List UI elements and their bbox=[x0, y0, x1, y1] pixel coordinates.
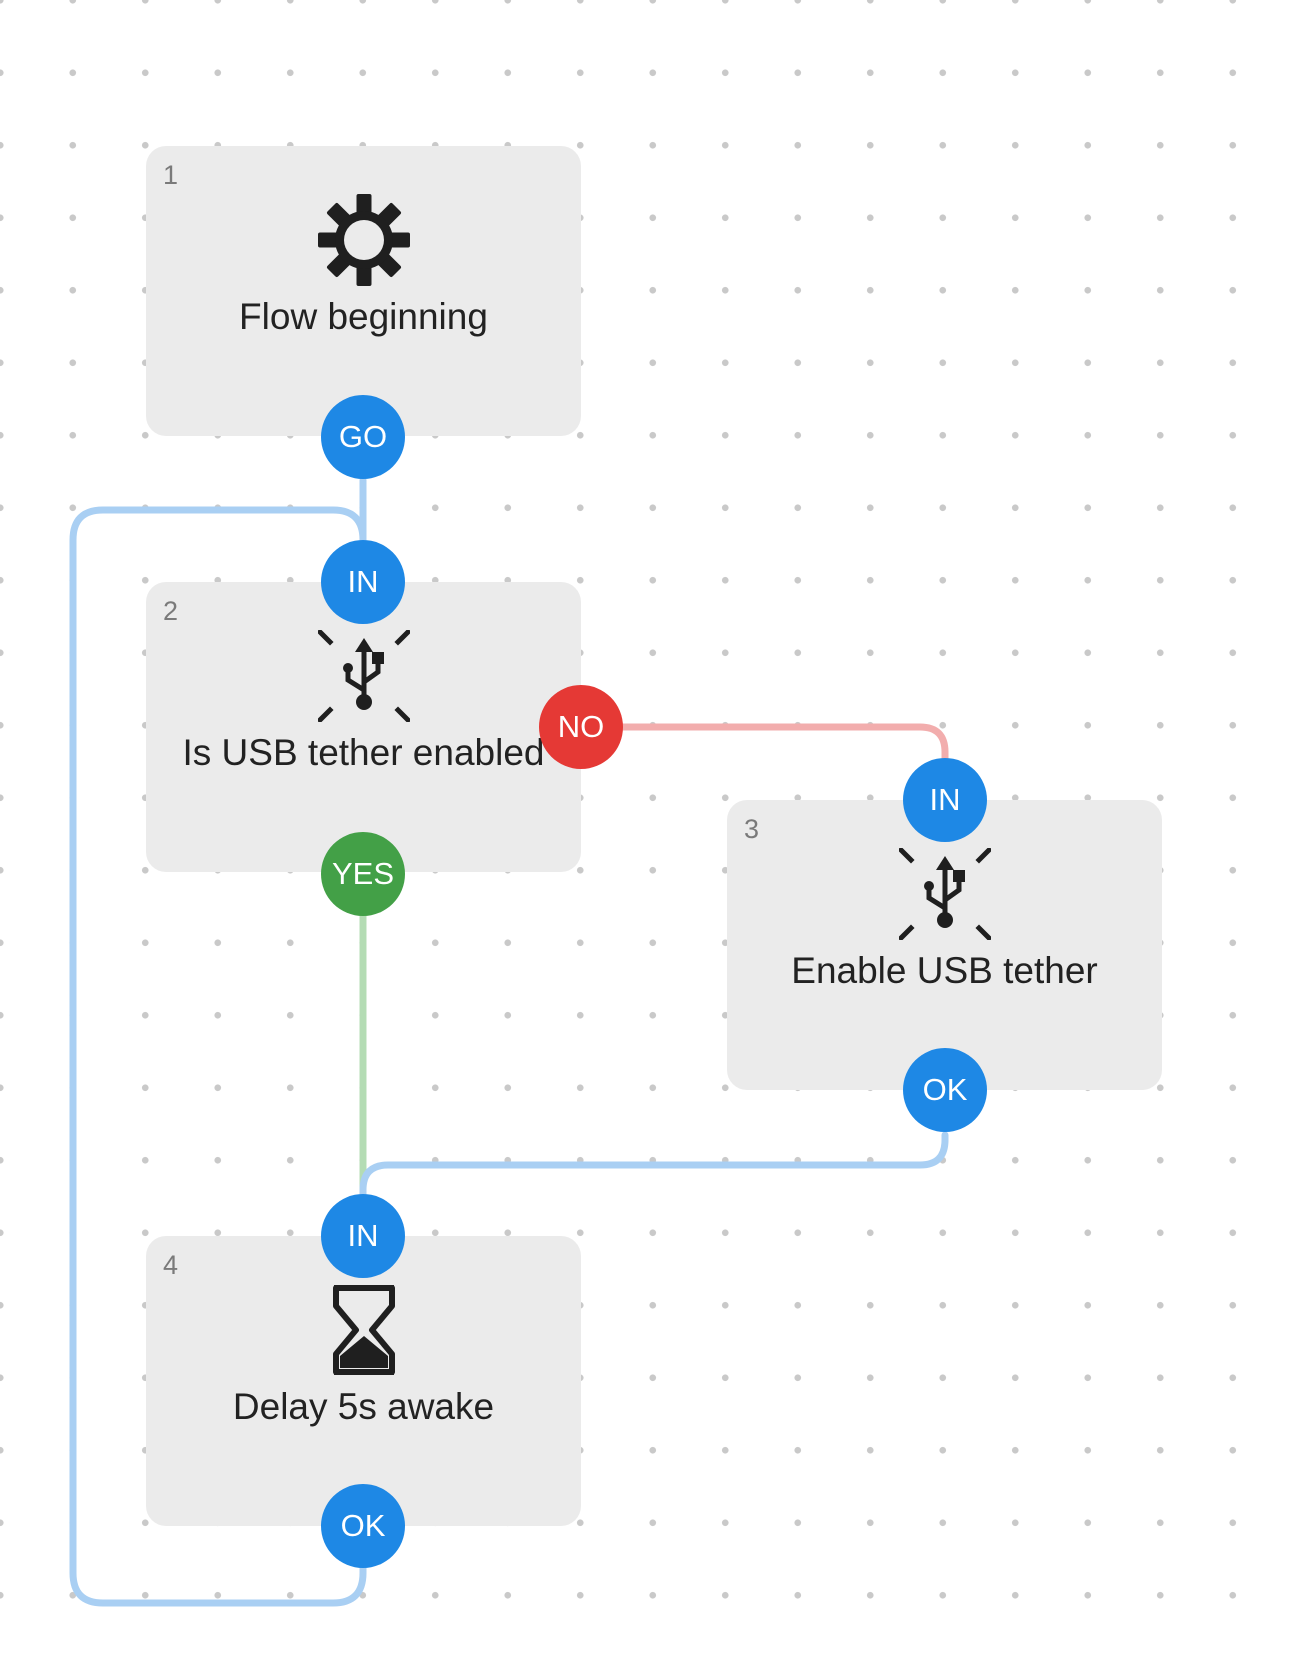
port-yes[interactable]: YES bbox=[321, 832, 405, 916]
node-number: 3 bbox=[744, 814, 760, 844]
port-no[interactable]: NO bbox=[539, 685, 623, 769]
port-ok[interactable]: OK bbox=[321, 1484, 405, 1568]
node-number: 4 bbox=[163, 1250, 179, 1280]
node-enable-usb-tether[interactable]: 3 Enable USB te bbox=[727, 800, 1162, 1090]
wire-no-to-enable[interactable] bbox=[616, 723, 949, 764]
port-in[interactable]: IN bbox=[321, 540, 405, 624]
usb-icon bbox=[315, 628, 412, 724]
port-ok[interactable]: OK bbox=[903, 1048, 987, 1132]
gear-icon bbox=[317, 194, 410, 286]
node-number: 2 bbox=[163, 596, 179, 626]
node-label: Delay 5s awake bbox=[232, 1386, 495, 1427]
node-label: Flow beginning bbox=[239, 296, 488, 337]
node-label: Is USB tether enabled bbox=[182, 732, 545, 773]
wire-loop-delay-to-check[interactable] bbox=[69, 506, 367, 1607]
hourglass-icon bbox=[318, 1284, 410, 1376]
port-in[interactable]: IN bbox=[903, 758, 987, 842]
node-flow-beginning[interactable]: 1 Flow beginning bbox=[146, 146, 581, 436]
usb-icon bbox=[896, 846, 993, 942]
port-in[interactable]: IN bbox=[321, 1194, 405, 1278]
node-delay-5s-awake[interactable]: 4 Delay 5s awake bbox=[146, 1236, 581, 1526]
wire-enable-ok-to-delay[interactable] bbox=[359, 1131, 949, 1204]
port-go[interactable]: GO bbox=[321, 395, 405, 479]
node-number: 1 bbox=[163, 160, 179, 190]
node-label: Enable USB tether bbox=[791, 950, 1098, 991]
node-is-usb-tether-enabled[interactable]: 2 Is USB tether bbox=[146, 582, 581, 872]
